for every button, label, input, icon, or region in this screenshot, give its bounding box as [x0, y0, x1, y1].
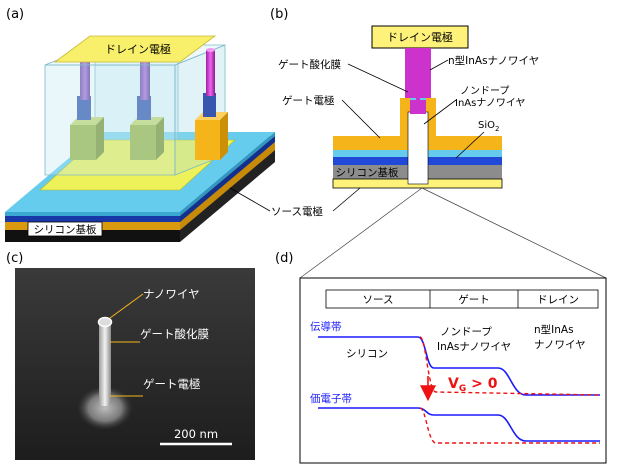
gate-oxide-label-c: ゲート酸化膜 [140, 327, 209, 341]
nanowire-label: ナノワイヤ [143, 287, 200, 301]
valence-band-label: 価電子帯 [310, 392, 352, 405]
pillar-3 [195, 48, 228, 160]
ntype-label-d-2: ナノワイヤ [534, 339, 586, 351]
sio2-blue-front [5, 216, 180, 222]
panel-d-label: (d) [275, 251, 293, 266]
nanowire [99, 320, 111, 406]
pillar-1 [70, 53, 104, 160]
top-cyan-side [180, 132, 275, 216]
substrate-label: シリコン基板 [34, 223, 97, 236]
undoped-label-d-1: ノンドープ [440, 326, 492, 338]
gate-gold-layer-right [426, 98, 502, 150]
region-drain: ドレイン [537, 294, 579, 306]
ntype-segment-lower [410, 100, 426, 114]
conduction-band-curve [318, 336, 600, 396]
valence-band-shifted [419, 407, 600, 444]
panel-a-label: (a) [6, 7, 24, 22]
gate-label-c: ゲート電極 [143, 377, 201, 391]
scale-label: 200 nm [174, 427, 218, 441]
region-gate: ゲート [458, 294, 490, 306]
sio2-label-b: SiO2 [478, 120, 499, 133]
drain-plate [53, 35, 217, 63]
silicon-label: シリコン [346, 348, 388, 360]
source-label-b: ソース電極 [271, 205, 323, 218]
undoped-label-d-2: InAsナノワイヤ [437, 341, 511, 353]
vg-label: VG > 0 [448, 376, 498, 394]
drain-label-a: ドレイン電極 [105, 42, 171, 56]
sem-image [15, 268, 255, 460]
sio2-blue-side [180, 136, 275, 222]
panel-a: (a) シリコン基板 [5, 7, 275, 242]
panel-b: (b) ドレイン電極 シリコン基板 ゲート酸化膜 n型InAsナノワイヤ ゲート… [229, 7, 539, 218]
region-header [325, 289, 599, 309]
band-diagram-frame [299, 277, 607, 464]
gate-oxide-label-b: ゲート酸化膜 [278, 58, 341, 71]
gate-blob [77, 386, 133, 430]
substrate-label-b: シリコン基板 [336, 166, 399, 179]
region-source: ソース [363, 294, 394, 306]
conduction-band-label: 伝導帯 [310, 320, 342, 333]
gate-label-b: ゲート電極 [282, 94, 335, 107]
substrate-label-box [27, 221, 103, 237]
ntype-label-b: n型InAsナノワイヤ [448, 54, 539, 67]
top-cyan-front [5, 212, 180, 216]
undoped-label-b-2: InAsナノワイヤ [455, 97, 526, 109]
substrate-black-side [180, 150, 275, 242]
transparent-box-front [44, 64, 176, 176]
panel-d: (d) ソース ゲート ドレイン 伝導帯 価電子帯 シリコン ノンドープ InA… [275, 251, 607, 464]
panel-c: (c) ナノワイヤ ゲート酸化膜 ゲート電極 200 nm [6, 251, 255, 460]
source-gold-side [180, 142, 275, 230]
gate-gold-layer [333, 98, 410, 150]
panel-c-label: (c) [6, 251, 23, 266]
ntype-label-d-1: n型InAs [534, 323, 574, 336]
pillar-2 [130, 53, 164, 160]
undoped-label-b-1: ノンドープ [460, 85, 509, 97]
panel-b-label: (b) [270, 7, 288, 22]
drain-label-b: ドレイン電極 [387, 30, 453, 44]
